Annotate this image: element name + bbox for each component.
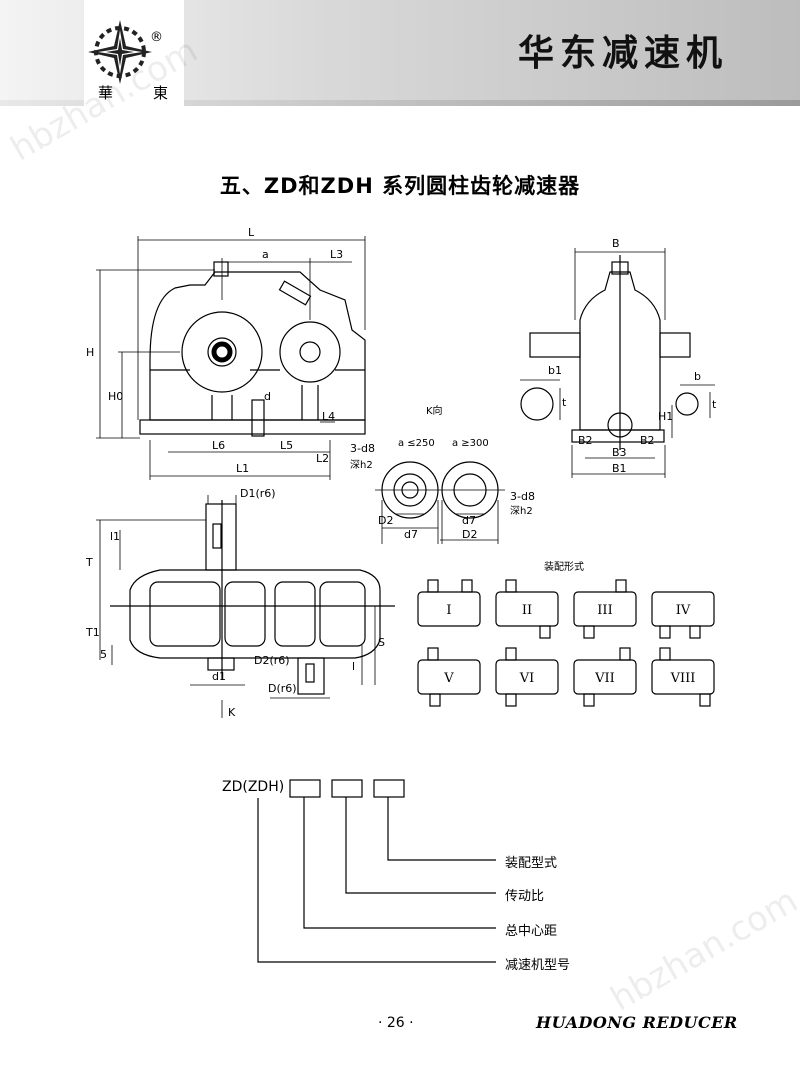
- page-number: · 26 ·: [378, 1015, 414, 1031]
- gear-star-icon: [88, 20, 152, 84]
- dim-l: l: [352, 660, 355, 673]
- assembly-type-8: VIII: [670, 671, 696, 686]
- header-rule: [0, 100, 800, 106]
- legend-center-distance: 总中心距: [505, 924, 558, 939]
- k-view-depth-left: 深h2: [350, 459, 373, 471]
- assembly-type-labels: I II III IV V VI VII VIII: [443, 603, 695, 686]
- brand-logo: [84, 0, 184, 112]
- dim-D2-plan: D2(r6): [254, 654, 290, 667]
- assembly-type-4: IV: [676, 603, 691, 618]
- side-view: [520, 255, 699, 450]
- model-code-diagram: [257, 779, 496, 963]
- dim-K: K: [228, 706, 236, 719]
- logo-left-char: 華: [98, 84, 114, 102]
- dim-L2: L2: [316, 452, 329, 465]
- dim-t-right: t: [712, 398, 717, 411]
- assembly-title: 装配形式: [544, 560, 584, 573]
- k-view-holes-left: 3-d8: [350, 442, 375, 455]
- legend-ratio: 传动比: [505, 889, 545, 904]
- footer-brand: HUADONG REDUCER: [536, 1013, 738, 1032]
- brand-title: 华东减速机: [517, 32, 728, 74]
- k-view-depth-right: 深h2: [510, 505, 533, 517]
- dim-B1: B1: [612, 462, 627, 475]
- dim-L3: L3: [330, 248, 343, 261]
- dim-T1: T1: [85, 626, 100, 639]
- dimension-labels: L a L3 H H0 d L4 L6 L5 L2 L1 B b1 t b t …: [85, 226, 717, 719]
- dim-L6: L6: [212, 439, 225, 452]
- assembly-type-1: I: [446, 603, 451, 618]
- dim-S: S: [378, 636, 385, 649]
- dim-H: H: [86, 346, 94, 359]
- dim-t-left: t: [562, 396, 567, 409]
- dim-T: T: [85, 556, 93, 569]
- assembly-type-7: VII: [594, 671, 615, 686]
- dim-B2-right: B2: [640, 434, 655, 447]
- dim-H0: H0: [108, 390, 123, 403]
- k-dim-d7-left: d7: [404, 528, 418, 541]
- dim-b1: b1: [548, 364, 562, 377]
- k-dim-D2-left: D2: [378, 514, 393, 527]
- dim-L5: L5: [280, 439, 293, 452]
- plan-view: [110, 500, 395, 695]
- dim-L4: L4: [322, 410, 335, 423]
- dim-d1: d1: [212, 670, 226, 683]
- legend-model: 减速机型号: [505, 958, 571, 973]
- dim-H1: H1: [658, 410, 673, 423]
- dim-5: 5: [100, 648, 107, 661]
- k-view-title: K向: [426, 404, 443, 417]
- logo-text: 華 東: [98, 82, 168, 103]
- dim-a: a: [262, 248, 269, 261]
- page-title: 五、ZD和ZDH 系列圆柱齿轮减速器: [219, 174, 581, 198]
- assembly-type-3: III: [597, 603, 612, 618]
- assembly-forms: [417, 579, 715, 707]
- dim-L: L: [248, 226, 255, 239]
- dim-D1: D1(r6): [240, 487, 276, 500]
- assembly-type-5: V: [443, 671, 454, 686]
- dim-B2-left: B2: [578, 434, 593, 447]
- front-view: [139, 261, 366, 437]
- k-view-holes-right: 3-d8: [510, 490, 535, 503]
- legend-assembly-type: 装配型式: [505, 856, 558, 871]
- k-dim-D2-right: D2: [462, 528, 477, 541]
- k-view-a-ge: a ≥300: [452, 438, 489, 449]
- model-code-base: ZD(ZDH): [222, 779, 285, 795]
- dim-D: D(r6): [268, 682, 297, 695]
- logo-right-char: 東: [152, 84, 168, 102]
- assembly-type-2: II: [522, 603, 532, 618]
- dim-B3: B3: [612, 446, 627, 459]
- dim-L1: L1: [236, 462, 249, 475]
- k-dim-d7-right: d7: [462, 514, 476, 527]
- dim-d: d: [264, 390, 271, 403]
- dim-B: B: [612, 237, 620, 250]
- k-view-a-le: a ≤250: [398, 438, 435, 449]
- dim-l1: l1: [110, 530, 120, 543]
- assembly-type-6: VI: [519, 671, 535, 686]
- dim-b: b: [694, 370, 701, 383]
- registered-mark: ®: [150, 30, 163, 45]
